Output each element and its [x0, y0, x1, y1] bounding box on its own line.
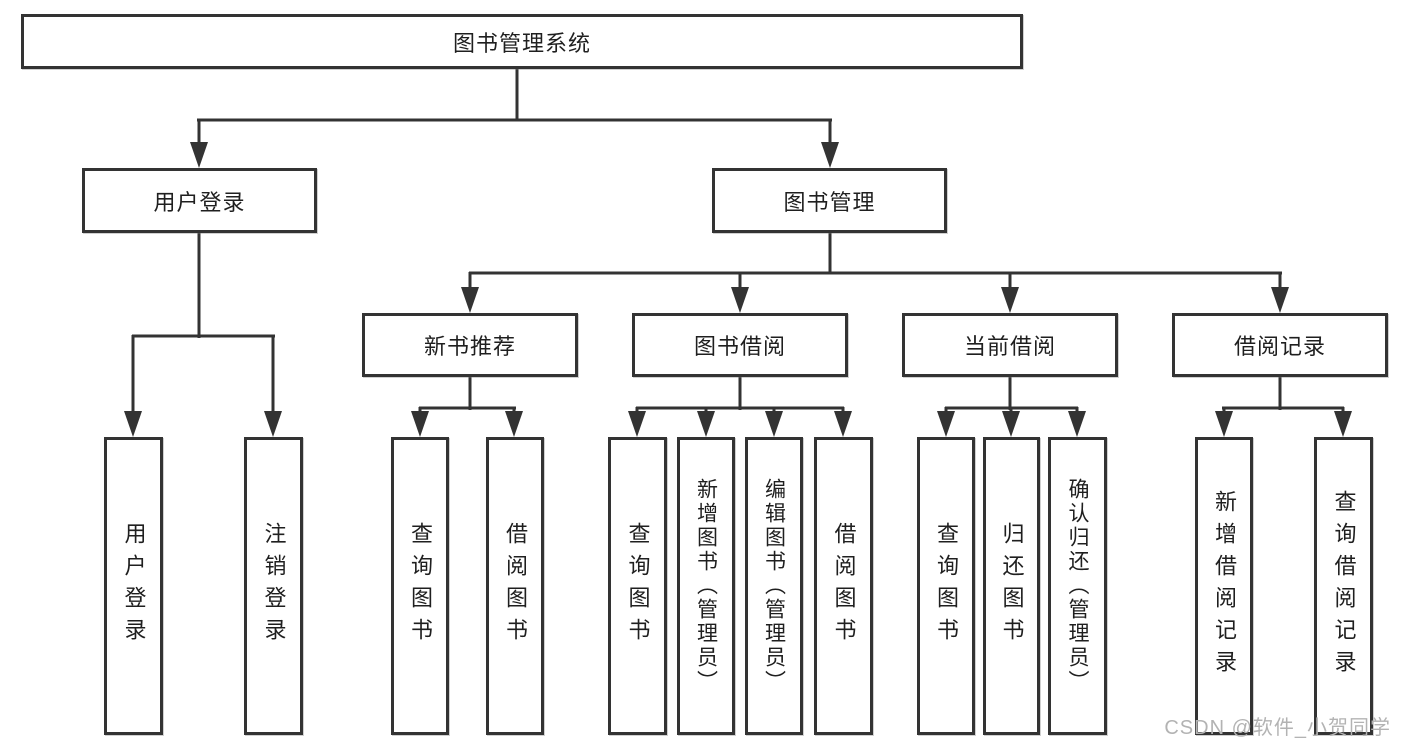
leaf-bw-query-books: 查询图书: [608, 437, 667, 735]
node-book-borrowing: 图书借阅: [632, 313, 848, 377]
leaf-cb-return-books: 归还图书: [983, 437, 1040, 735]
arrow-bw-borrow: [834, 407, 852, 437]
leaf-user-login: 用户登录: [104, 437, 163, 735]
csdn-watermark: CSDN @软件_小贺同学: [1164, 717, 1391, 739]
leaf-cb-query-books: 查询图书: [917, 437, 975, 735]
node-new-book-recommend: 新书推荐: [362, 313, 578, 377]
leaf-nb-query-books: 查询图书: [391, 437, 449, 735]
leaf-user-login-label: 用户登录: [121, 522, 147, 650]
arrow-cb-query: [937, 407, 955, 437]
leaf-cb-return-books-label: 归还图书: [999, 522, 1025, 650]
arrow-rc-query: [1334, 407, 1352, 437]
arrow-current: [1001, 272, 1019, 313]
leaf-cb-confirm-return-admin: 确认归还（管理员）: [1048, 437, 1107, 735]
arrow-leaf-login: [124, 335, 142, 437]
arrow-bw-query: [628, 407, 646, 437]
arrow-bw-add: [697, 407, 715, 437]
node-current-borrowing-label: 当前借阅: [963, 334, 1056, 359]
node-user-login-label: 用户登录: [153, 189, 246, 215]
node-root: 图书管理系统: [21, 14, 1023, 69]
leaf-bw-add-books-admin: 新增图书（管理员）: [677, 437, 735, 735]
leaf-nb-query-books-label: 查询图书: [408, 522, 433, 650]
leaf-rc-query-record-label: 查询借阅记录: [1331, 490, 1357, 682]
leaf-rc-add-record: 新增借阅记录: [1195, 437, 1253, 735]
node-borrow-records: 借阅记录: [1172, 313, 1388, 377]
node-book-management: 图书管理: [712, 168, 947, 233]
leaf-nb-borrow-books-label: 借阅图书: [503, 522, 528, 650]
arrow-nb-borrow: [505, 407, 523, 437]
arrow-nb-query: [411, 407, 429, 437]
arrow-user-login: [190, 119, 208, 168]
arrow-records: [1271, 272, 1289, 313]
node-borrow-records-label: 借阅记录: [1233, 334, 1326, 359]
leaf-rc-query-record: 查询借阅记录: [1314, 437, 1373, 735]
leaf-bw-query-books-label: 查询图书: [625, 522, 651, 650]
arrow-bw-edit: [765, 407, 783, 437]
node-root-label: 图书管理系统: [452, 30, 591, 56]
leaf-cb-confirm-return-admin-label: 确认归还（管理员）: [1066, 478, 1089, 694]
leaf-logout-label: 注销登录: [261, 522, 287, 650]
leaf-bw-edit-books-admin: 编辑图书（管理员）: [745, 437, 803, 735]
arrow-borrowing: [731, 272, 749, 313]
arrow-leaf-logout: [264, 335, 282, 437]
arrow-rc-add: [1215, 407, 1233, 437]
leaf-bw-borrow-books-label: 借阅图书: [831, 522, 857, 650]
leaf-cb-query-books-label: 查询图书: [934, 522, 959, 650]
leaf-bw-borrow-books: 借阅图书: [814, 437, 873, 735]
leaf-logout: 注销登录: [244, 437, 303, 735]
arrow-cb-confirm: [1068, 407, 1086, 437]
node-user-login: 用户登录: [82, 168, 317, 233]
leaf-nb-borrow-books: 借阅图书: [486, 437, 544, 735]
leaf-rc-add-record-label: 新增借阅记录: [1212, 490, 1237, 682]
arrow-new-books: [461, 272, 479, 313]
node-book-management-label: 图书管理: [783, 189, 876, 215]
arrow-cb-return: [1002, 407, 1020, 437]
arrow-book-mgmt: [821, 119, 839, 168]
leaf-bw-add-books-admin-label: 新增图书（管理员）: [694, 478, 718, 694]
node-current-borrowing: 当前借阅: [902, 313, 1118, 377]
node-new-book-recommend-label: 新书推荐: [423, 334, 516, 359]
leaf-bw-edit-books-admin-label: 编辑图书（管理员）: [762, 478, 786, 694]
node-book-borrowing-label: 图书借阅: [693, 334, 786, 359]
